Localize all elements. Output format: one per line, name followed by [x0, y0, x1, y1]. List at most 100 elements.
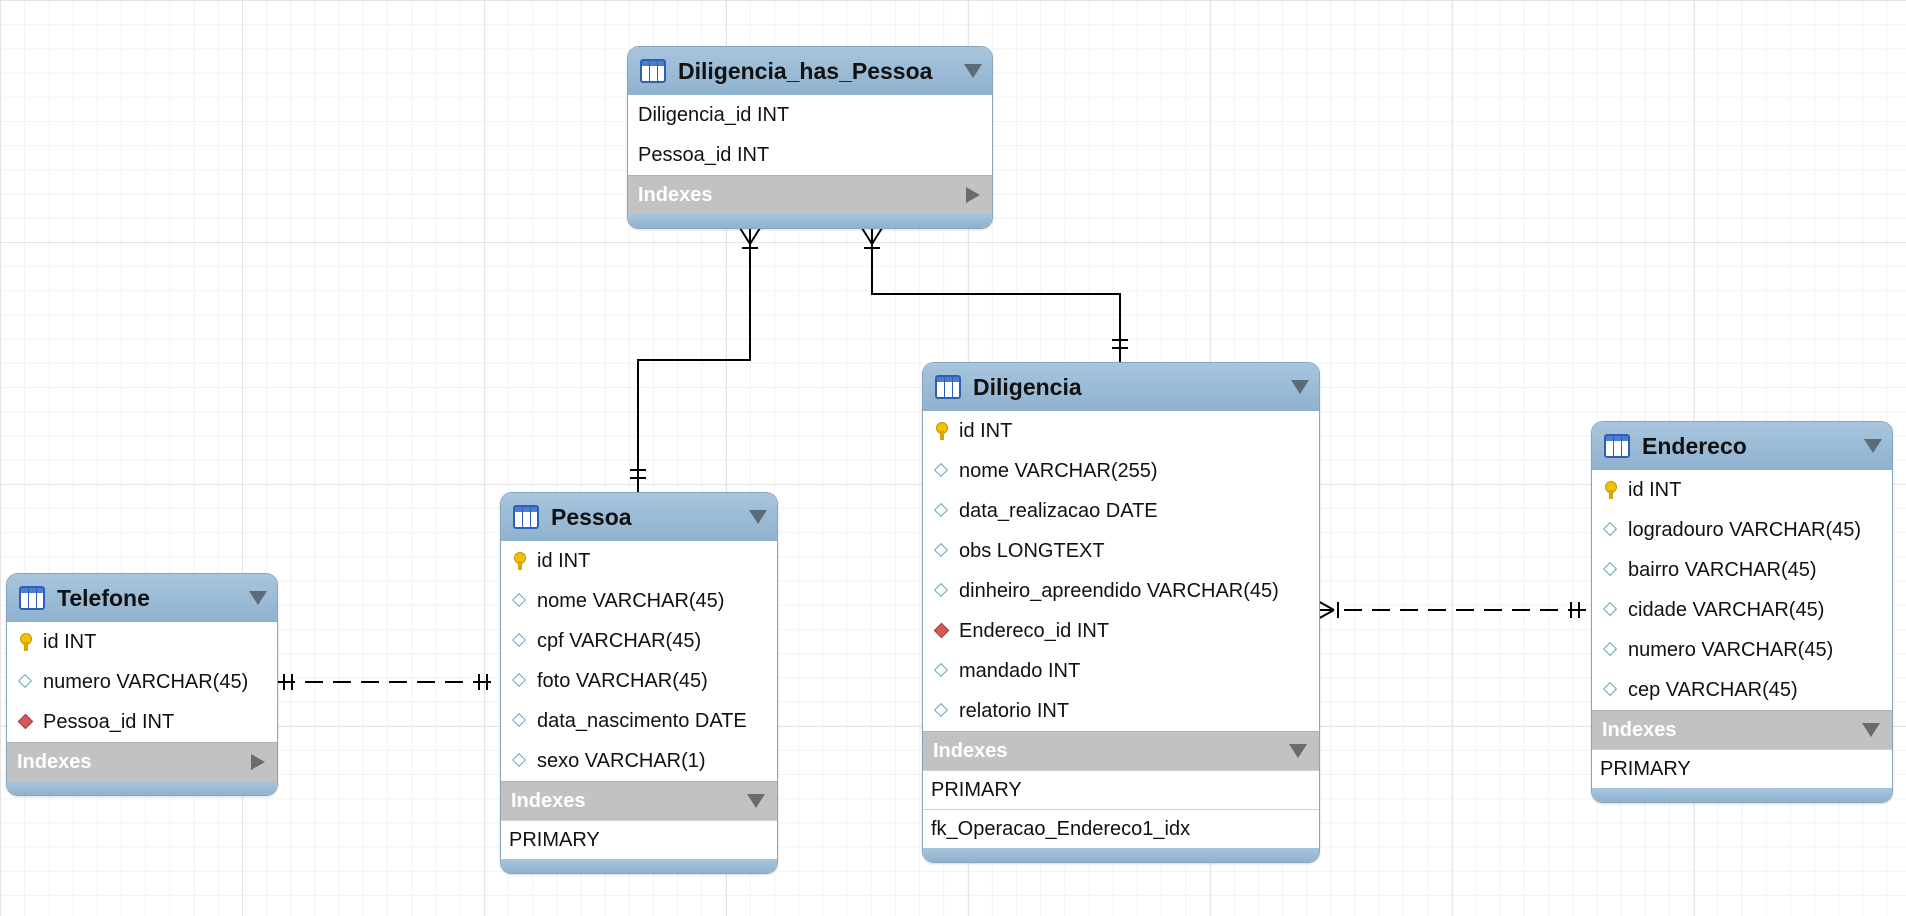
column-diamond-icon	[511, 672, 529, 690]
table-header[interactable]: Telefone	[7, 574, 277, 622]
indexes-header[interactable]: Indexes	[501, 781, 777, 820]
column-label: mandado INT	[959, 659, 1081, 682]
column-row[interactable]: logradouro VARCHAR(45)	[1592, 510, 1892, 550]
column-label: data_realizacao DATE	[959, 499, 1158, 522]
table-header[interactable]: Endereco	[1592, 422, 1892, 470]
column-label: numero VARCHAR(45)	[1628, 638, 1834, 661]
column-row[interactable]: mandado INT	[923, 651, 1319, 691]
table-footer	[7, 781, 277, 795]
cardinality-many-marker	[871, 227, 883, 245]
collapse-arrow-icon[interactable]	[249, 591, 267, 605]
index-row[interactable]: fk_Operacao_Endereco1_idx	[923, 809, 1319, 848]
column-row[interactable]: cep VARCHAR(45)	[1592, 670, 1892, 710]
column-label: dinheiro_apreendido VARCHAR(45)	[959, 579, 1279, 602]
column-row[interactable]: obs LONGTEXT	[923, 531, 1319, 571]
collapse-arrow-icon[interactable]	[1864, 439, 1882, 453]
index-row[interactable]: PRIMARY	[1592, 749, 1892, 788]
expand-down-arrow-icon[interactable]	[747, 794, 765, 808]
column-row[interactable]: data_nascimento DATE	[501, 701, 777, 741]
relationship-diligencia-dhp	[871, 228, 1121, 363]
indexes-label: Indexes	[17, 750, 92, 773]
collapse-arrow-icon[interactable]	[749, 510, 767, 524]
column-row[interactable]: sexo VARCHAR(1)	[501, 741, 777, 781]
expand-down-arrow-icon[interactable]	[1289, 744, 1307, 758]
indexes-header[interactable]: Indexes	[628, 175, 992, 214]
column-label: Diligencia_id INT	[638, 103, 790, 126]
table-diligencia[interactable]: Diligencia id INT nome VARCHAR(255) data_re…	[922, 362, 1320, 863]
column-label: nome VARCHAR(255)	[959, 459, 1158, 482]
indexes-label: Indexes	[1602, 718, 1677, 741]
column-label: id INT	[1628, 478, 1682, 501]
column-label: cidade VARCHAR(45)	[1628, 598, 1825, 621]
column-row[interactable]: relatorio INT	[923, 691, 1319, 731]
column-diamond-icon	[1602, 641, 1620, 659]
table-name: Endereco	[1642, 432, 1747, 459]
cardinality-many-marker	[739, 227, 751, 245]
table-telefone[interactable]: Telefone id INT numero VARCHAR(45) Pessoa_i…	[6, 573, 278, 796]
collapse-arrow-icon[interactable]	[964, 64, 982, 78]
column-row[interactable]: nome VARCHAR(255)	[923, 451, 1319, 491]
table-footer	[1592, 788, 1892, 802]
column-row[interactable]: id INT	[501, 541, 777, 581]
column-row[interactable]: numero VARCHAR(45)	[7, 662, 277, 702]
column-diamond-icon	[933, 542, 951, 560]
table-endereco[interactable]: Endereco id INT logradouro VARCHAR(45)bair…	[1591, 421, 1893, 803]
column-label: sexo VARCHAR(1)	[537, 749, 706, 772]
column-diamond-icon	[933, 702, 951, 720]
column-diamond-icon	[17, 673, 35, 691]
primary-key-icon	[511, 552, 529, 570]
column-row[interactable]: bairro VARCHAR(45)	[1592, 550, 1892, 590]
column-row[interactable]: data_realizacao DATE	[923, 491, 1319, 531]
table-header[interactable]: Diligencia_has_Pessoa	[628, 47, 992, 95]
column-label: relatorio INT	[959, 699, 1070, 722]
column-row[interactable]: Pessoa_id INT	[7, 702, 277, 742]
expand-right-arrow-icon[interactable]	[966, 187, 980, 203]
column-row[interactable]: dinheiro_apreendido VARCHAR(45)	[923, 571, 1319, 611]
indexes-header[interactable]: Indexes	[1592, 710, 1892, 749]
table-header[interactable]: Diligencia	[923, 363, 1319, 411]
table-header[interactable]: Pessoa	[501, 493, 777, 541]
column-diamond-icon	[933, 662, 951, 680]
column-row[interactable]: Diligencia_id INT	[628, 95, 992, 135]
table-footer	[923, 848, 1319, 862]
column-row[interactable]: id INT	[923, 411, 1319, 451]
column-row[interactable]: id INT	[1592, 470, 1892, 510]
column-row[interactable]: Endereco_id INT	[923, 611, 1319, 651]
expand-down-arrow-icon[interactable]	[1862, 723, 1880, 737]
column-label: data_nascimento DATE	[537, 709, 747, 732]
expand-right-arrow-icon[interactable]	[251, 754, 265, 770]
column-label: id INT	[959, 419, 1013, 442]
primary-key-icon	[933, 422, 951, 440]
column-label: obs LONGTEXT	[959, 539, 1105, 562]
indexes-label: Indexes	[933, 739, 1008, 762]
column-row[interactable]: foto VARCHAR(45)	[501, 661, 777, 701]
column-diamond-icon	[511, 592, 529, 610]
primary-key-icon	[17, 633, 35, 651]
column-label: foto VARCHAR(45)	[537, 669, 708, 692]
indexes-header[interactable]: Indexes	[7, 742, 277, 781]
table-name: Diligencia_has_Pessoa	[678, 57, 933, 84]
column-row[interactable]: numero VARCHAR(45)	[1592, 630, 1892, 670]
indexes-label: Indexes	[511, 789, 586, 812]
index-row[interactable]: PRIMARY	[501, 820, 777, 859]
column-diamond-icon	[933, 462, 951, 480]
index-row[interactable]: PRIMARY	[923, 770, 1319, 809]
column-row[interactable]: cpf VARCHAR(45)	[501, 621, 777, 661]
table-footer	[501, 859, 777, 873]
column-label: id INT	[537, 549, 591, 572]
collapse-arrow-icon[interactable]	[1291, 380, 1309, 394]
column-diamond-icon	[1602, 601, 1620, 619]
column-row[interactable]: cidade VARCHAR(45)	[1592, 590, 1892, 630]
column-row[interactable]: nome VARCHAR(45)	[501, 581, 777, 621]
indexes-header[interactable]: Indexes	[923, 731, 1319, 770]
column-diamond-icon	[1602, 561, 1620, 579]
column-row[interactable]: id INT	[7, 622, 277, 662]
column-diamond-icon	[511, 712, 529, 730]
primary-key-icon	[1602, 481, 1620, 499]
column-row[interactable]: Pessoa_id INT	[628, 135, 992, 175]
column-label: nome VARCHAR(45)	[537, 589, 725, 612]
column-label: id INT	[43, 630, 97, 653]
column-label: numero VARCHAR(45)	[43, 670, 249, 693]
table-pessoa[interactable]: Pessoa id INT nome VARCHAR(45) cpf VARCHAR(…	[500, 492, 778, 874]
